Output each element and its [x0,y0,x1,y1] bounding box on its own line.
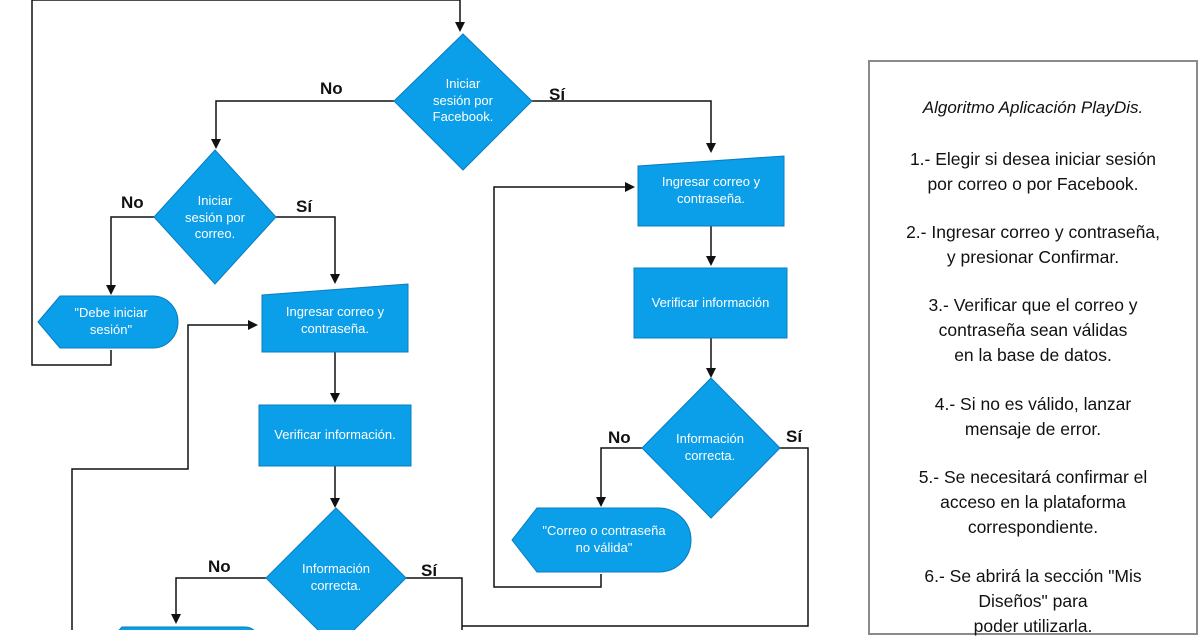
step-6: 6.- Se abrirá la sección "Mis Diseños" p… [924,566,1142,636]
loop-connector-left [71,320,258,630]
input-right-shape [637,155,785,227]
connector-info-left-si [405,577,463,630]
input-left-text: Ingresar correo y contraseña. [285,304,385,336]
label-facebook-si: Sí [549,85,566,104]
display-correo-text: "Correo o contraseña no válida" [542,523,666,555]
connector-facebook-no [211,100,394,149]
step-3: 3.- Verificar que el correo y contraseña… [928,295,1138,365]
label-correo-si: Sí [296,197,313,216]
loop-connector-debe [31,0,465,366]
connector-correo-si [276,216,340,284]
decision-facebook-shape [393,33,533,171]
process-right-shape [633,267,788,339]
step-1: 1.- Elegir si desea iniciar sesión por c… [909,149,1157,194]
decision-facebook-text: Iniciar sesión por Facebook. [432,75,494,125]
connector-facebook-si [532,100,716,153]
connector-info-right-no [596,447,642,507]
input-right-text: Ingresar correo y contraseña. [661,174,761,206]
label-info-right-no: No [608,428,631,447]
decision-correo-text: Iniciar sesión por correo. [185,192,245,242]
label-info-left-si: Sí [421,561,438,580]
connector-info-left-no [171,577,266,624]
loop-connector-right [493,182,635,588]
label-correo-no: No [121,193,144,212]
display-correo-shape [511,507,692,573]
step-4: 4.- Si no es válido, lanzar mensaje de e… [934,394,1132,439]
decision-correo-shape [153,149,277,285]
process-right-text: Verificar información [651,294,770,310]
display-debe-shape [37,295,179,349]
decision-info-left-text: Información correcta. [302,561,370,593]
notes-title: Algoritmo Aplicación PlayDis. [922,98,1144,117]
display-debe-text: "Debe iniciar sesión" [74,305,148,337]
process-left-shape [258,404,412,467]
decision-info-right-text: Información correcta. [676,431,744,463]
connector-correo-no [106,216,154,295]
label-facebook-no: No [320,79,343,98]
input-left-shape [261,283,409,353]
connector-info-right-si [462,447,809,627]
decision-info-right-shape [641,377,781,519]
process-left-text: Verificar información. [274,427,396,443]
step-2: 2.- Ingresar correo y contraseña, y pres… [906,222,1160,267]
step-5: 5.- Se necesitará confirmar el acceso en… [918,467,1148,537]
label-info-left-no: No [208,557,231,576]
algorithm-notes-panel: Algoritmo Aplicación PlayDis. 1.- Elegir… [868,60,1198,636]
label-info-right-si: Sí [786,427,803,446]
decision-info-left-shape [265,507,407,630]
